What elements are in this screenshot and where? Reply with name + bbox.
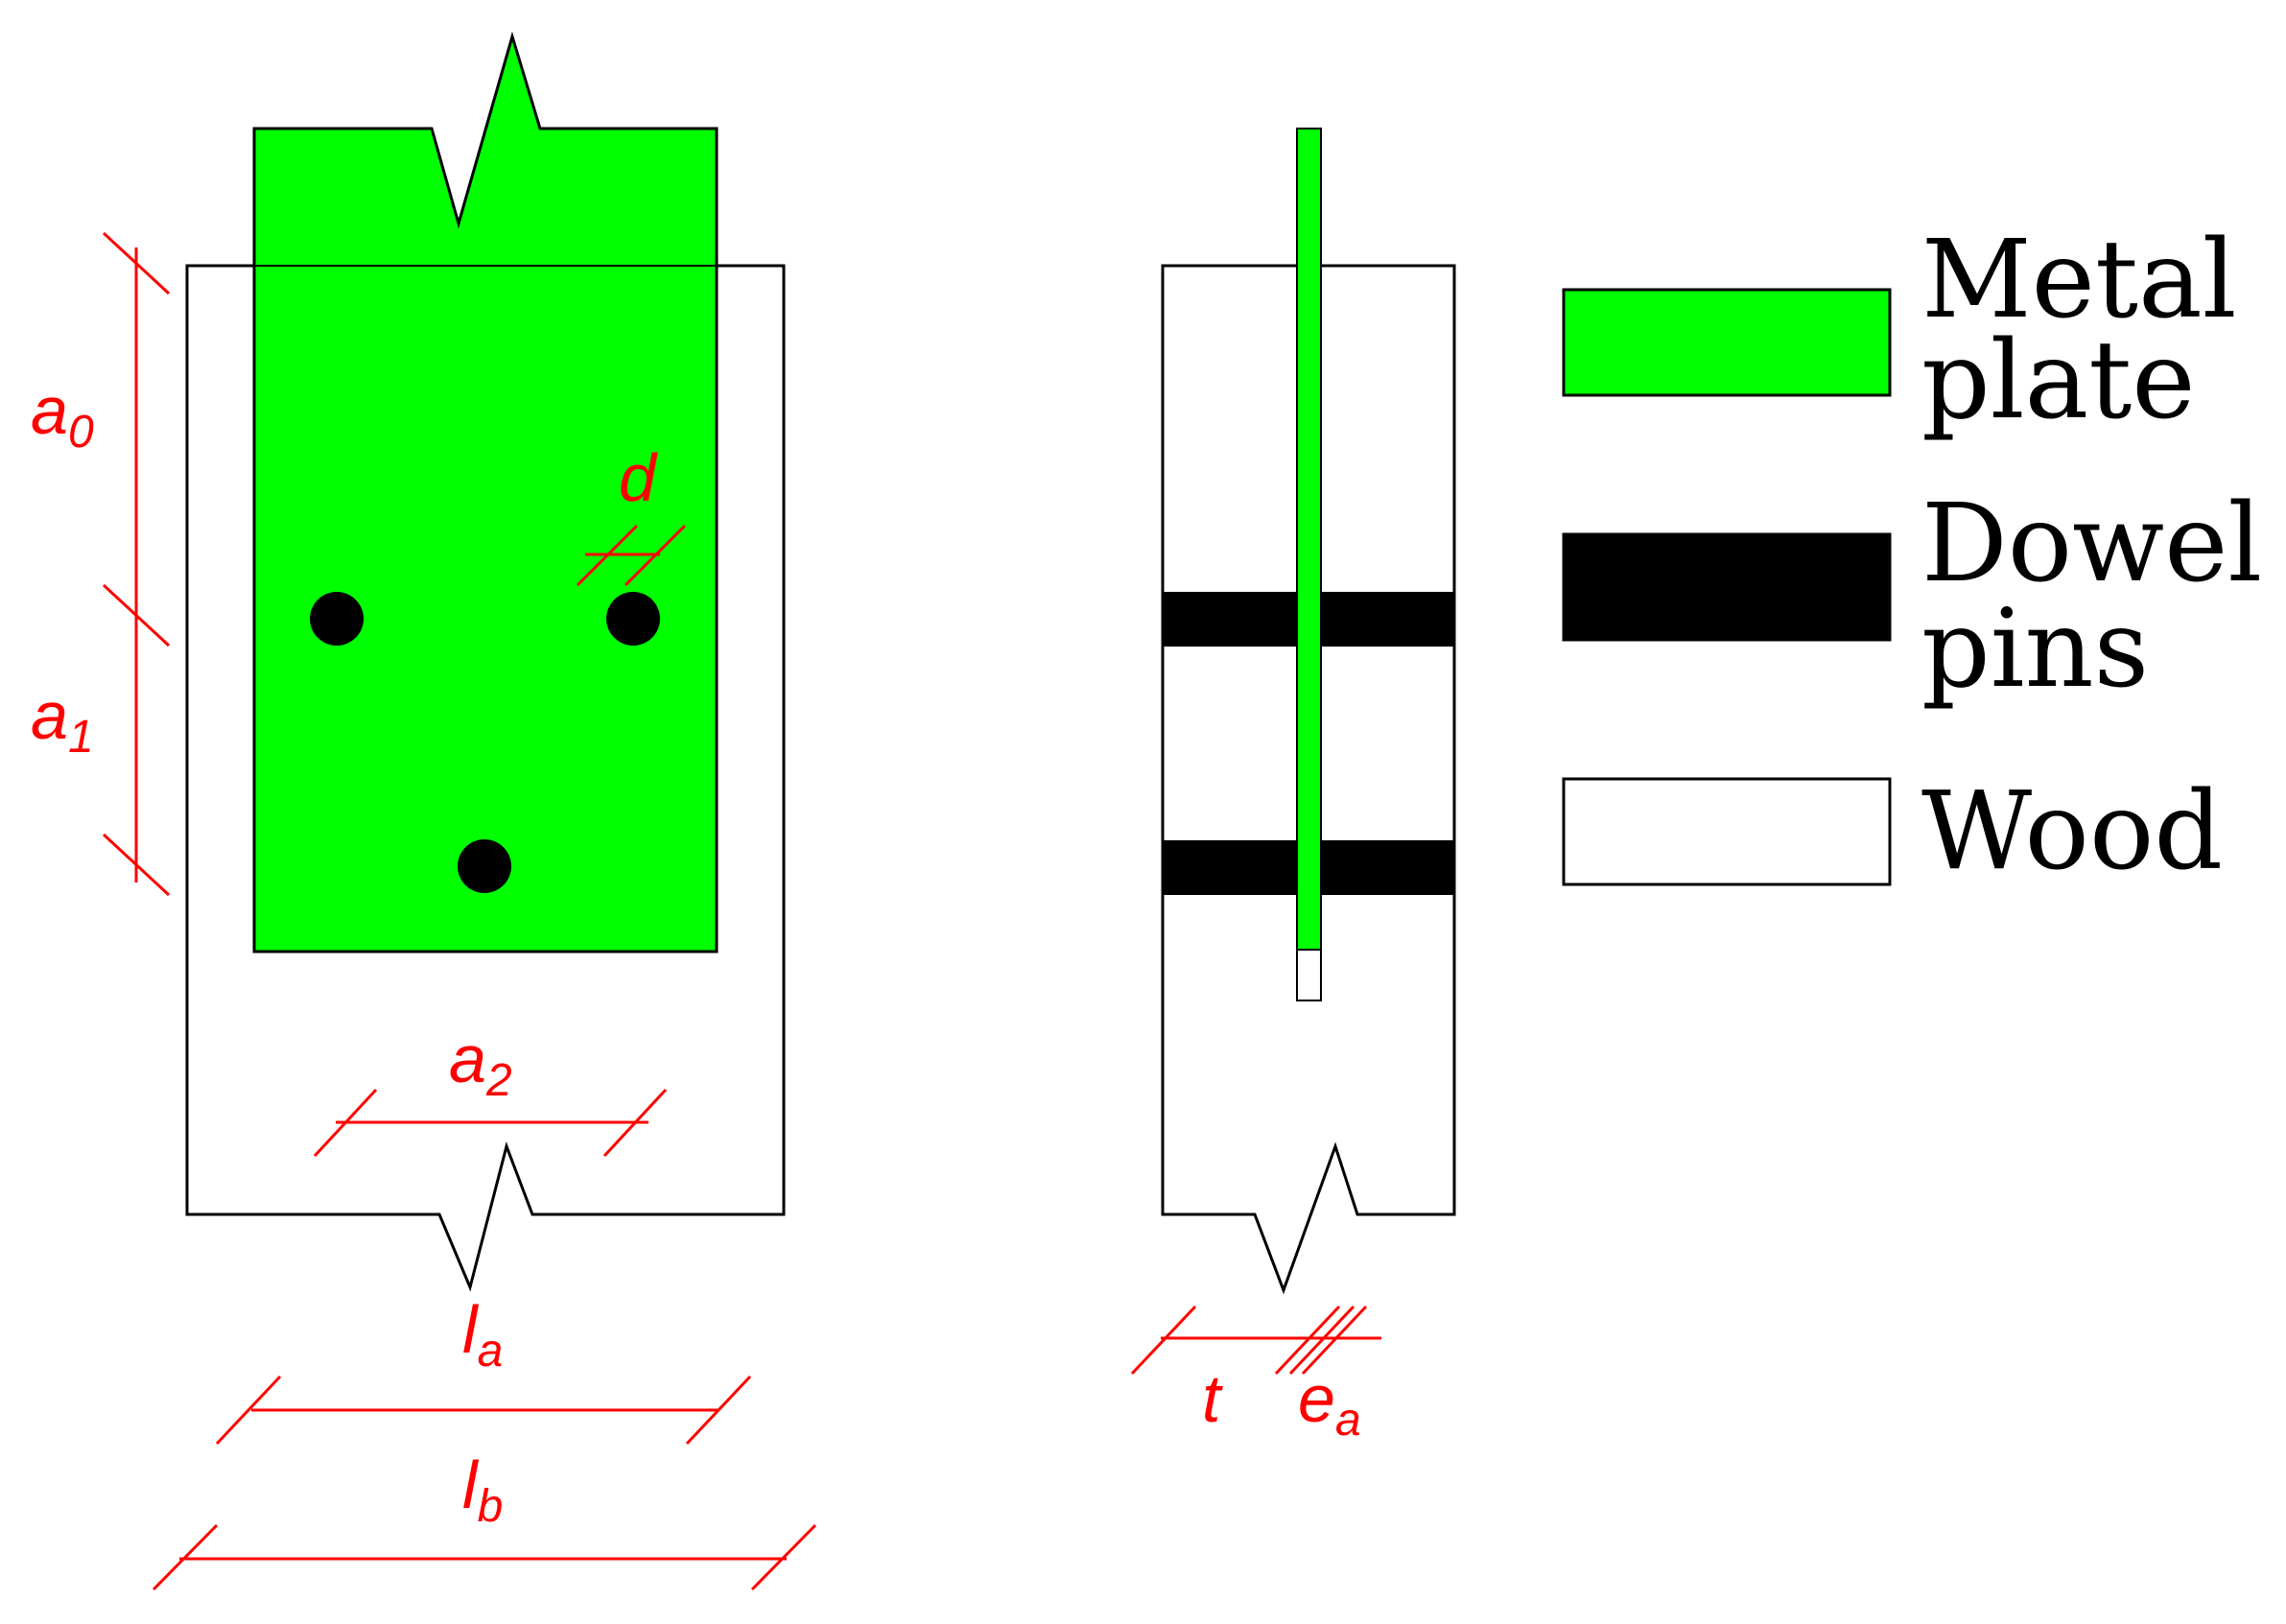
front-dimensions bbox=[102, 231, 817, 1591]
label-a0: a0 bbox=[31, 373, 94, 458]
legend-label-dowel-1: Dowel bbox=[1921, 482, 2262, 606]
front-view bbox=[185, 31, 786, 1292]
tick-a0-top bbox=[102, 231, 171, 295]
tick-la-right bbox=[685, 1375, 752, 1446]
label-lb: lb bbox=[462, 1447, 503, 1532]
tick-a2-left bbox=[313, 1088, 378, 1158]
legend-label-dowel-2: pins bbox=[1921, 587, 2149, 712]
legend-swatch-wood bbox=[1562, 777, 1892, 886]
label-ea: ea bbox=[1298, 1361, 1361, 1446]
legend: Metal plate Dowel pins Wood bbox=[1562, 218, 2262, 894]
label-a2: a2 bbox=[449, 1022, 512, 1106]
plate-slot bbox=[1296, 944, 1322, 1001]
legend-label-metal-1: Metal bbox=[1921, 218, 2237, 342]
label-d: d bbox=[619, 440, 658, 515]
tick-t-left bbox=[1130, 1305, 1197, 1376]
tick-a0-bottom bbox=[102, 583, 171, 647]
tick-la-left bbox=[215, 1375, 282, 1446]
label-a1: a1 bbox=[31, 678, 94, 763]
tick-t-right bbox=[1274, 1305, 1341, 1376]
front-dimension-labels: a0 a1 d a2 la lb bbox=[31, 373, 658, 1532]
side-dimensions bbox=[1130, 1305, 1381, 1376]
label-la: la bbox=[462, 1292, 503, 1377]
legend-label-wood: Wood bbox=[1921, 769, 2223, 894]
tick-a1-bottom bbox=[102, 833, 171, 897]
tick-a2-right bbox=[602, 1088, 668, 1158]
tick-ea-right bbox=[1288, 1305, 1355, 1376]
tick-lb-right bbox=[750, 1523, 817, 1591]
tick-d-left bbox=[576, 524, 639, 587]
legend-swatch-metal bbox=[1562, 288, 1892, 397]
metal-plate-side bbox=[1296, 128, 1322, 951]
dowel-pin-bottom bbox=[458, 839, 511, 893]
side-view bbox=[1161, 128, 1456, 1295]
dowel-pin-left bbox=[310, 592, 364, 646]
tick-ea-right-2 bbox=[1301, 1305, 1368, 1376]
side-dimension-labels: t ea bbox=[1202, 1361, 1361, 1446]
legend-label-metal-2: plate bbox=[1921, 318, 2196, 443]
legend-swatch-dowel bbox=[1562, 532, 1892, 642]
tick-d-right bbox=[624, 524, 687, 587]
label-t: t bbox=[1202, 1361, 1223, 1436]
tick-lb-left bbox=[152, 1523, 219, 1591]
dowel-pin-right bbox=[606, 592, 660, 646]
